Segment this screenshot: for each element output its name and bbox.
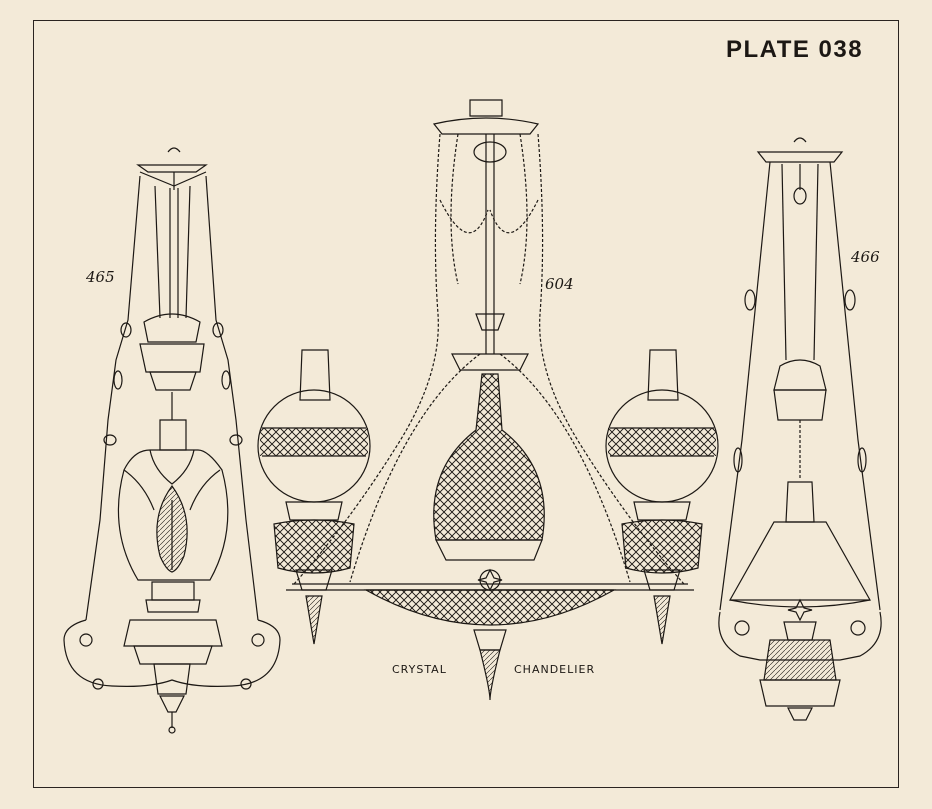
caption-chandelier: CHANDELIER — [514, 663, 596, 676]
crystal-chandelier-drawing — [257, 99, 719, 701]
hanging-lamp-drawing — [63, 147, 281, 734]
figure-number-465: 465 — [86, 268, 115, 286]
plate-title: PLATE 038 — [726, 36, 864, 63]
figure-number-466: 466 — [851, 248, 880, 266]
hanging-lamp-with-shade-drawing — [718, 137, 882, 721]
plate-border — [33, 20, 899, 788]
figure-number-604: 604 — [545, 275, 574, 293]
caption-crystal: CRYSTAL — [392, 663, 447, 676]
